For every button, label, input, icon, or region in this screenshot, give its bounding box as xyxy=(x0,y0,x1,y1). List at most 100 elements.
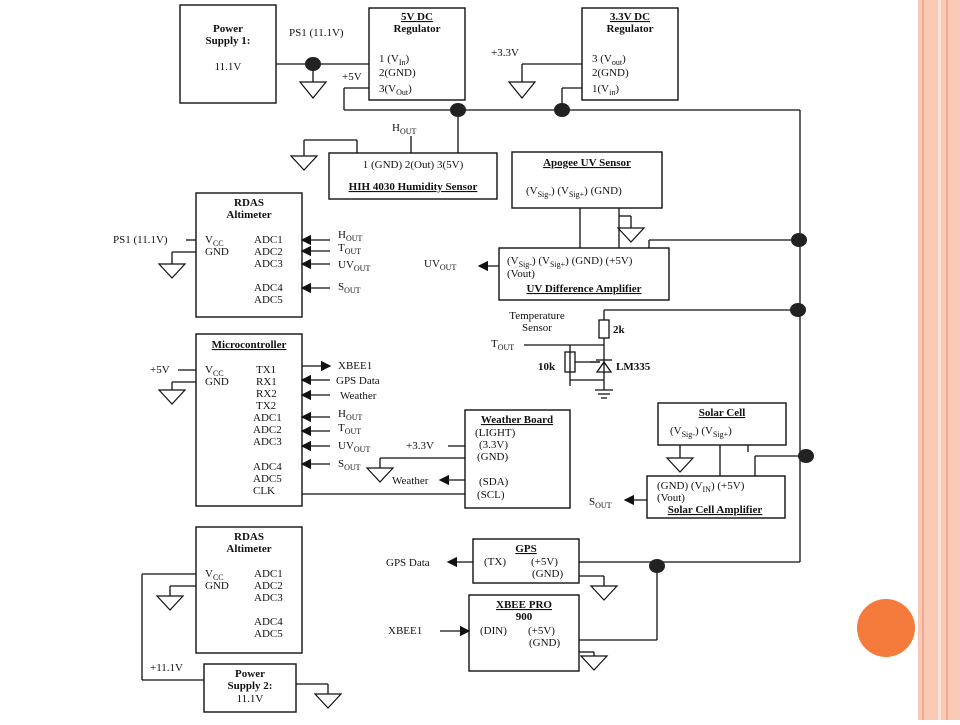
rdas2-gnd: GND xyxy=(205,580,229,592)
slide-border-stripe xyxy=(918,0,960,720)
mcu-weather-label: Weather xyxy=(340,390,377,402)
ps1-title-2: Supply 1: xyxy=(206,35,251,47)
mcu-gps-label: GPS Data xyxy=(336,375,380,387)
resistor-2k: 2k xyxy=(613,324,626,336)
rdas2-adc5: ADC5 xyxy=(254,628,283,640)
regulator-5v-box xyxy=(368,7,466,101)
rdas1-adc4: ADC4 xyxy=(254,282,283,294)
ground-symbols xyxy=(155,81,695,709)
solar-amp-pins: (GND) (VIN) (+5V) xyxy=(657,480,745,494)
mcu-clk: CLK xyxy=(253,485,275,497)
ground-icon xyxy=(579,655,609,671)
power-supply-1-box xyxy=(179,4,277,104)
ground-icon xyxy=(507,81,537,99)
ps1-line-label: PS1 (11.1V) xyxy=(289,27,344,39)
ground-icon xyxy=(665,457,695,473)
rdas1-uvout: UVOUT xyxy=(338,259,370,273)
mcu-rx2: RX2 xyxy=(256,388,277,400)
apogee-title: Apogee UV Sensor xyxy=(543,157,631,169)
xbee-label: XBEE1 xyxy=(388,625,422,637)
v111-label: +11.1V xyxy=(150,662,183,674)
mcu-tx2: TX2 xyxy=(256,400,276,412)
gps-title: GPS xyxy=(515,543,536,555)
rdas1-adc5: ADC5 xyxy=(254,294,283,306)
mcu-gnd: GND xyxy=(205,376,229,388)
weather-board-box xyxy=(464,409,571,509)
lm335-label: LM335 xyxy=(616,361,651,373)
uvamp-name: UV Difference Amplifier xyxy=(526,283,641,295)
mcu-adc1: ADC1 xyxy=(253,412,282,424)
hih-name: HIH 4030 Humidity Sensor xyxy=(349,181,478,193)
rdas1-adc1: ADC1 xyxy=(254,234,283,246)
hih-pins: 1 (GND) 2(Out) 3(5V) xyxy=(363,159,464,171)
ps2-title-1: Power xyxy=(235,668,265,680)
gps-gnd: (GND) xyxy=(532,568,563,580)
reg33-title-1: 3.3V DC xyxy=(610,11,650,23)
ps2-title-2: Supply 2: xyxy=(228,680,273,692)
mcu-sout: SOUT xyxy=(338,458,361,472)
mcu-title: Microcontroller xyxy=(212,339,287,351)
wb-gnd: (GND) xyxy=(477,451,508,463)
gps-data-label: GPS Data xyxy=(386,557,430,569)
ground-icon xyxy=(616,227,646,243)
xbee-title-2: 900 xyxy=(516,611,533,623)
mcu-xbee-label: XBEE1 xyxy=(338,360,372,372)
mcu-uvout: UVOUT xyxy=(338,440,370,454)
solar-cell-title: Solar Cell xyxy=(699,407,746,419)
resistor-10k: 10k xyxy=(538,361,556,373)
mcu-v5-label: +5V xyxy=(150,364,170,376)
circuit-diagram: Power Supply 1: 11.1V PS1 (11.1V) 5V DC … xyxy=(113,4,814,713)
accent-circle xyxy=(857,599,915,657)
reg5-pin1: 1 (VIn) xyxy=(379,53,410,67)
labels: Power Supply 1: 11.1V PS1 (11.1V) 5V DC … xyxy=(113,11,762,705)
mcu-tx1: TX1 xyxy=(256,364,276,376)
temp-tout: TOUT xyxy=(491,338,514,352)
temp-title-1: Temperature xyxy=(509,310,565,322)
temp-title-2: Sensor xyxy=(522,322,552,334)
gps-5v: (+5V) xyxy=(531,556,558,568)
solar-cell-amplifier-box xyxy=(646,475,786,519)
rdas-altimeter-2-box xyxy=(195,526,303,654)
ground-icon xyxy=(289,155,319,171)
rdas1-adc2: ADC2 xyxy=(254,246,283,258)
lm335-symbol xyxy=(590,359,613,373)
xbee-5v: (+5V) xyxy=(528,625,555,637)
ps1-title-1: Power xyxy=(213,23,243,35)
mcu-rx1: RX1 xyxy=(256,376,277,388)
reg33-title-2: Regulator xyxy=(606,23,653,35)
rdas2-adc1: ADC1 xyxy=(254,568,283,580)
rdas1-title-1: RDAS xyxy=(234,197,264,209)
rdas1-vcc: VCC xyxy=(205,234,224,248)
apogee-uv-sensor-box xyxy=(511,151,663,209)
xbee-title-1: XBEE PRO xyxy=(496,599,552,611)
power-supply-2-box xyxy=(203,663,297,713)
uv-difference-amplifier-box xyxy=(498,247,670,301)
rdas1-tout: TOUT xyxy=(338,242,361,256)
junction-dots xyxy=(305,57,814,573)
hih4030-box xyxy=(328,152,498,200)
ps1-rdas-label: PS1 (11.1V) xyxy=(113,234,168,246)
mcu-adc4: ADC4 xyxy=(253,461,282,473)
solar-cell-box xyxy=(657,402,787,446)
junction-dot xyxy=(554,103,570,117)
junction-dot xyxy=(798,449,814,463)
mcu-vcc: VCC xyxy=(205,364,224,378)
rdas2-title-1: RDAS xyxy=(234,531,264,543)
ground-icon xyxy=(313,693,343,709)
junction-dot xyxy=(305,57,321,71)
reg5-title-1: 5V DC xyxy=(401,11,433,23)
uvout-label: UVOUT xyxy=(424,258,456,272)
solar-amp-name: Solar Cell Amplifier xyxy=(668,504,763,516)
reg33-pin3: 3 (Vout) xyxy=(592,53,626,67)
rdas2-title-2: Altimeter xyxy=(226,543,271,555)
rdas2-adc4: ADC4 xyxy=(254,616,283,628)
sout-solar-label: SOUT xyxy=(589,496,612,510)
microcontroller-box xyxy=(195,333,303,507)
ground-icon xyxy=(157,389,187,405)
wires xyxy=(141,63,801,694)
reg5-title-2: Regulator xyxy=(393,23,440,35)
wb-scl: (SCL) xyxy=(477,489,505,501)
wb-3v3: (3.3V) xyxy=(479,439,508,451)
mcu-adc5: ADC5 xyxy=(253,473,282,485)
ground-icon xyxy=(589,585,619,601)
